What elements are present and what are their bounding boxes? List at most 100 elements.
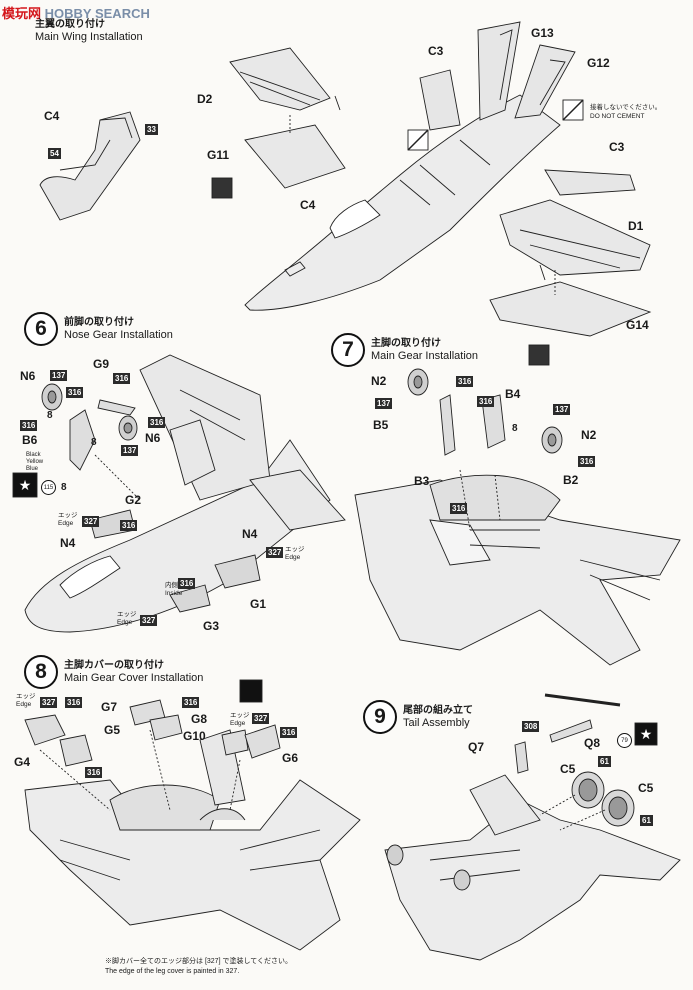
step6-title-jp: 前脚の取り付け	[64, 316, 134, 328]
step8-header: 8 主脚カバーの取り付け Main Gear Cover Installatio…	[24, 655, 203, 689]
paint-code: 33	[145, 124, 158, 135]
step6-nose-gear	[41, 383, 141, 501]
do-not-cement-jp: 接着しないでください。	[590, 104, 662, 111]
footnote: ※脚カバー全てのエッジ部分は [327] で塗装してください。 The edge…	[105, 957, 292, 977]
edge-jp: エッジ	[285, 546, 305, 553]
paint-code: 316	[178, 578, 196, 589]
paint-code: 327	[266, 547, 284, 558]
paint-code: 308	[522, 721, 540, 732]
inside-en: Inside	[165, 590, 183, 597]
paint-code: 316	[578, 456, 596, 467]
part-label: 8	[512, 423, 518, 434]
paint-code: 137	[121, 445, 139, 456]
part-label: G13	[531, 26, 554, 40]
part-label: 8	[61, 482, 67, 493]
step5-title-jp: 主翼の取り付け	[35, 19, 105, 30]
step5-fuselage	[244, 94, 561, 311]
part-label: G7	[101, 700, 118, 714]
step5-header: 主翼の取り付け Main Wing Installation	[35, 19, 143, 44]
footnote-en: The edge of the leg cover is painted in …	[105, 968, 240, 975]
part-label: N4	[242, 527, 258, 541]
step8-number: 8	[24, 655, 58, 689]
paint-code: 316	[113, 373, 131, 384]
edge-jp: エッジ	[58, 512, 78, 519]
part-label: G1	[250, 597, 267, 611]
step7-main-gear	[407, 368, 563, 531]
part-label: B4	[505, 387, 521, 401]
part-label: Q7	[468, 740, 485, 754]
step7-header: 7 主脚の取り付け Main Gear Installation	[331, 333, 478, 367]
step6-header: 6 前脚の取り付け Nose Gear Installation	[24, 312, 173, 346]
step8-gear-covers	[24, 679, 281, 811]
part-number-circle: 115	[41, 480, 56, 495]
edge-en: Edge	[58, 520, 74, 527]
part-label: G11	[207, 148, 230, 162]
paint-code: 327	[140, 615, 158, 626]
step6-title-en: Nose Gear Installation	[64, 328, 173, 341]
part-label: Q8	[584, 736, 601, 750]
part-label: D2	[197, 92, 213, 106]
edge-en: Edge	[285, 554, 301, 561]
logo-en: HOBBY SEARCH	[44, 6, 150, 21]
paint-code: 316	[450, 503, 468, 514]
site-logo: 模玩网 HOBBY SEARCH	[2, 3, 150, 22]
step9-title-en: Tail Assembly	[403, 716, 470, 729]
part-label: C4	[300, 198, 316, 212]
part-label: G10	[183, 729, 206, 743]
part-label: G8	[191, 712, 208, 726]
step5-wings	[229, 47, 652, 337]
step8-fuselage	[24, 729, 361, 951]
part-label: D1	[628, 219, 644, 233]
part-label: C5	[560, 762, 576, 776]
part-label: G9	[93, 357, 110, 371]
edge-jp: エッジ	[16, 693, 36, 700]
edge-en: Edge	[16, 701, 32, 708]
step6-number: 6	[24, 312, 58, 346]
part-label: G3	[203, 619, 220, 633]
part-label: C4	[44, 109, 60, 123]
step8-title-en: Main Gear Cover Installation	[64, 671, 204, 684]
edge-en: Edge	[230, 720, 246, 727]
paint-code: 54	[48, 148, 61, 159]
part-label: N2	[371, 374, 387, 388]
paint-code: 137	[553, 404, 571, 415]
paint-code: 316	[85, 767, 103, 778]
paint-code: 316	[20, 420, 38, 431]
footnote-jp: ※脚カバー全てのエッジ部分は [327] で塗装してください。	[105, 958, 293, 965]
part-label: G4	[14, 755, 31, 769]
part-label: G14	[626, 318, 649, 332]
part-label: G5	[104, 723, 121, 737]
paint-code: 61	[598, 756, 611, 767]
step7-title-en: Main Gear Installation	[371, 349, 478, 362]
step9-nozzles	[386, 693, 635, 891]
color-code-blue: Blue	[26, 466, 39, 472]
step9-title-jp: 尾部の組み立て	[403, 704, 473, 716]
step5-title-en: Main Wing Installation	[35, 31, 143, 43]
step5-seat	[39, 111, 141, 221]
part-label: G2	[125, 493, 142, 507]
part-label: N4	[60, 536, 76, 550]
step5-cement-icons	[211, 99, 584, 366]
paint-code: 316	[456, 376, 474, 387]
paint-code: 316	[120, 520, 138, 531]
paint-code: 327	[252, 713, 270, 724]
do-not-cement-en: DO NOT CEMENT	[590, 113, 645, 120]
part-label: 8	[47, 410, 53, 421]
step8-title-jp: 主脚カバーの取り付け	[64, 659, 164, 671]
step9-fuselage	[384, 774, 681, 961]
edge-jp: エッジ	[230, 712, 250, 719]
part-number-circle: 79	[617, 733, 632, 748]
part-label: G12	[587, 56, 610, 70]
step9-number: 9	[363, 700, 397, 734]
paint-code: 61	[640, 815, 653, 826]
part-label: B3	[414, 474, 430, 488]
paint-code: 327	[40, 697, 58, 708]
part-label: N2	[581, 428, 597, 442]
step7-fuselage	[354, 474, 681, 666]
part-label: N6	[145, 431, 161, 445]
part-label: B2	[563, 473, 579, 487]
paint-code: 316	[66, 387, 84, 398]
paint-code: 316	[65, 697, 83, 708]
star-icon: ★	[636, 724, 656, 744]
